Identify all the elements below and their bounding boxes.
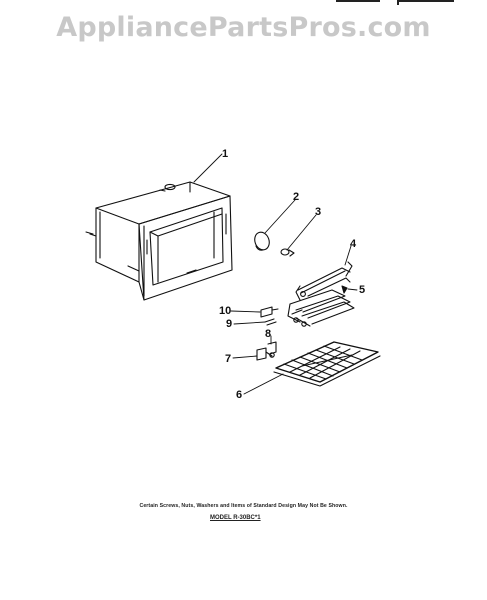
callout-7: 7 (225, 353, 231, 365)
part-bake-element (287, 289, 355, 327)
part-oven-rack (273, 341, 381, 387)
callout-8: 8 (265, 328, 271, 340)
header-rule-left (336, 0, 380, 2)
watermark: AppliancePartsPros.com (56, 12, 431, 43)
callout-labels: 1 2 3 4 5 6 7 8 9 10 (219, 148, 365, 401)
leader-lines (193, 153, 358, 395)
part-rack-support (267, 341, 277, 358)
callout-1: 1 (222, 148, 228, 160)
part-terminal-bracket (260, 306, 279, 318)
part-light-lens (254, 231, 270, 251)
callout-9: 9 (226, 318, 232, 330)
header-tick (397, 0, 399, 5)
part-light-socket (280, 248, 295, 257)
header-rule-right (398, 0, 454, 2)
model-number: MODEL R-30BC*1 (210, 515, 261, 521)
part-clip (264, 318, 277, 326)
part-screw (341, 285, 348, 294)
callout-6: 6 (236, 389, 242, 401)
callout-5: 5 (359, 284, 365, 296)
callout-3: 3 (315, 206, 321, 218)
part-oven-liner (85, 181, 233, 301)
part-broil-element (295, 261, 353, 301)
callout-10: 10 (219, 305, 231, 317)
footnote: Certain Screws, Nuts, Washers and Items … (139, 503, 348, 509)
callout-2: 2 (293, 191, 299, 203)
part-rack-guide (256, 347, 273, 361)
callout-4: 4 (350, 238, 357, 250)
